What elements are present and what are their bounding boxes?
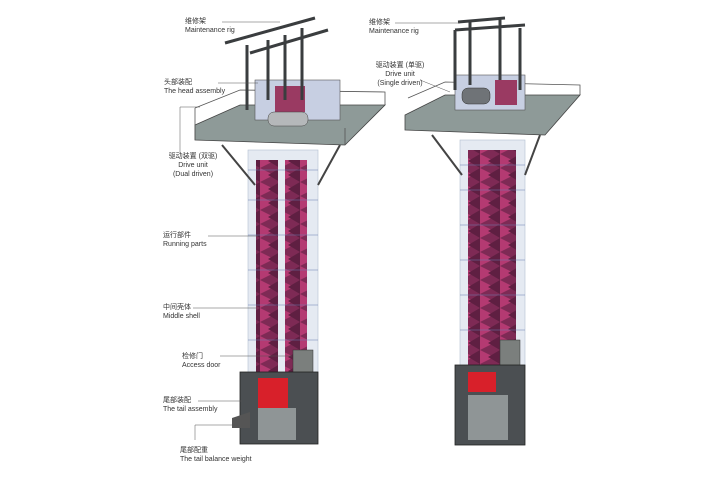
leader-drive-unit-dual bbox=[179, 106, 200, 153]
label-zh: 尾部配重 bbox=[180, 447, 208, 454]
label-en: Drive unit bbox=[385, 71, 415, 78]
label-head-assembly: 头部装配 The head assembly bbox=[164, 78, 225, 96]
left-tail-weight bbox=[232, 412, 250, 428]
left-elevator bbox=[194, 16, 386, 445]
label-middle-shell: 中间壳体 Middle shell bbox=[163, 303, 200, 321]
label-en: Drive unit bbox=[178, 162, 208, 169]
label-en: Maintenance rig bbox=[369, 28, 419, 35]
label-maintenance-rig-left: 维修架 Maintenance rig bbox=[185, 17, 235, 35]
label-en: The tail balance weight bbox=[180, 456, 252, 463]
left-buckets-down bbox=[285, 160, 307, 375]
right-tail-panel bbox=[468, 395, 508, 440]
label-zh: 检修门 bbox=[182, 353, 203, 360]
left-platform-braces bbox=[221, 144, 341, 186]
left-head-wheel bbox=[275, 86, 305, 112]
label-access-door: 检修门 Access door bbox=[182, 352, 221, 370]
left-maintenance-rig bbox=[224, 16, 329, 110]
right-maintenance-rig bbox=[453, 16, 526, 90]
label-en-note: (Dual driven) bbox=[172, 171, 214, 178]
label-en: The head assembly bbox=[164, 88, 226, 95]
label-en: Middle shell bbox=[163, 313, 200, 320]
label-drive-unit-single: 驱动装置 (单驱) Drive unit (Single driven) bbox=[368, 61, 432, 88]
label-en: The tail assembly bbox=[163, 406, 218, 413]
label-en-note: (Single driven) bbox=[377, 80, 423, 87]
label-zh: 维修架 bbox=[185, 18, 206, 25]
label-zh: 中间壳体 bbox=[163, 304, 191, 311]
left-casing-rings bbox=[248, 169, 318, 341]
left-tail-glow bbox=[258, 378, 288, 408]
right-tail-glow bbox=[468, 372, 496, 392]
label-zh: 运行部件 bbox=[163, 232, 191, 239]
right-head-wheel bbox=[495, 80, 517, 105]
label-zh: 头部装配 bbox=[164, 79, 192, 86]
label-maintenance-rig-right: 维修架 Maintenance rig bbox=[369, 18, 419, 36]
label-en: Running parts bbox=[163, 241, 207, 248]
label-en: Access door bbox=[182, 362, 221, 369]
label-zh: 驱动装置 (双驱) bbox=[168, 153, 218, 160]
left-drive-unit bbox=[267, 111, 309, 127]
leader-lines bbox=[179, 21, 460, 440]
right-platform bbox=[404, 94, 581, 136]
right-platform-braces bbox=[431, 134, 541, 176]
label-en: Maintenance rig bbox=[185, 27, 235, 34]
label-zh: 尾部装配 bbox=[163, 397, 191, 404]
leader-tail-balance-weight bbox=[194, 424, 235, 440]
label-drive-unit-dual: 驱动装置 (双驱) Drive unit (Dual driven) bbox=[163, 152, 223, 179]
right-elevator bbox=[404, 16, 581, 446]
right-casing-rings bbox=[460, 164, 525, 331]
left-tail-panel bbox=[258, 408, 296, 440]
leader-drive-unit-single bbox=[419, 79, 451, 93]
label-tail-assembly: 尾部装配 The tail assembly bbox=[163, 396, 217, 414]
label-running-parts: 运行部件 Running parts bbox=[163, 231, 207, 249]
right-drive-unit bbox=[461, 87, 491, 105]
label-zh: 维修架 bbox=[369, 19, 390, 26]
label-tail-balance-weight: 尾部配重 The tail balance weight bbox=[180, 446, 252, 464]
right-access-door bbox=[499, 339, 521, 369]
label-zh: 驱动装置 (单驱) bbox=[375, 62, 425, 69]
left-buckets-up bbox=[256, 160, 278, 375]
